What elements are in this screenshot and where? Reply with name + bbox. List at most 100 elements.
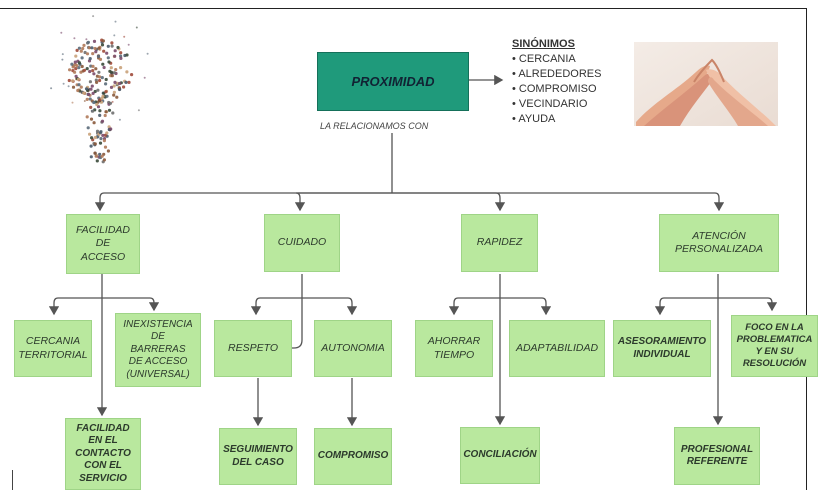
child-node-respeto: RESPETO [214,320,292,377]
bulb-dot [103,133,107,137]
bulb-dot [107,125,111,129]
bulb-dot [98,75,102,79]
bulb-dot [98,113,102,117]
bulb-dot [109,85,114,89]
bulb-dot [122,85,126,89]
bulb-dot [112,93,116,97]
bulb-dot [82,68,87,72]
bulb-dot [71,85,76,89]
bulb-dot [103,145,108,149]
category-node-rapidez: RAPIDEZ [461,214,538,272]
bulb-dot [113,34,116,37]
bulb-dot [76,88,80,93]
bulb-dot [104,82,108,86]
bulb-dot [92,72,96,76]
bulb-dot [98,131,103,135]
bulb-dot [109,66,113,70]
bulb-dot [146,52,149,55]
bulb-dot [77,61,81,65]
bulb-dot [80,56,84,60]
bulb-dot [75,48,79,53]
bulb-dot [61,58,64,61]
bulb-dot [89,87,93,91]
bulb-dot [84,87,89,91]
bulb-dot [96,88,100,92]
bulb-dot [105,131,109,135]
bulb-dot [92,100,96,105]
bulb-dot [98,152,102,156]
child-node-profesional-referente: PROFESIONAL REFERENTE [674,427,760,485]
bulb-dot [89,144,93,148]
bulb-dot [91,91,95,95]
bulb-dot [68,68,72,72]
bulb-dot [92,121,96,125]
bulb-dot [71,65,75,69]
synonym-item: AYUDA [512,112,601,127]
child-node-inexistencia-barreras: INEXISTENCIA DE BARRERAS DE ACCESO (UNIV… [115,313,201,387]
bulb-dot [85,67,89,71]
bulb-dot [110,44,114,48]
bulb-dot [100,43,105,47]
bulb-dot [93,46,97,51]
category-node-facilidad-acceso: FACILIDAD DE ACCESO [66,214,140,274]
bulb-dot [98,78,102,83]
bulb-dot [90,136,94,140]
synonyms-list: SINÓNIMOS CERCANIA ALREDEDORES COMPROMIS… [512,37,601,127]
child-node-asesoramiento-individual: ASESORAMIENTO INDIVIDUAL [613,320,711,377]
child-node-facilidad-contacto: FACILIDAD EN EL CONTACTO CON EL SERVICIO [65,418,141,490]
bulb-dot [93,135,97,140]
bulb-dot [89,155,93,159]
bulb-dot [90,109,93,112]
root-node-proximidad: PROXIMIDAD [317,52,469,111]
bulb-dot [60,31,63,34]
bulb-dot [96,105,101,109]
bulb-dot [100,119,105,123]
bulb-dot [88,69,92,74]
bulb-dot [88,80,92,84]
bulb-dot [102,65,106,70]
joined-hands-photo [634,42,778,126]
bulb-dot [95,80,99,84]
lightbulb-collage-image [50,15,149,164]
bulb-dot [115,95,119,99]
bulb-dot [104,90,108,94]
bulb-dot [61,53,64,56]
bulb-dot [94,154,98,158]
synonym-item: VECINDARIO [512,97,601,112]
bulb-dot [113,80,117,84]
bulb-dot [102,139,106,143]
bulb-dot [73,70,77,74]
bulb-dot [118,81,122,86]
bulb-dot [71,79,75,83]
bulb-dot [62,82,65,85]
synonyms-title: SINÓNIMOS [512,38,575,50]
bulb-dot [106,56,110,60]
bulb-dot [82,43,86,47]
child-node-ahorrar-tiempo: AHORRAR TIEMPO [415,320,493,377]
bulb-dot [111,100,114,103]
bulb-dot [88,57,92,61]
bulb-dot [119,51,123,55]
bulb-dot [119,66,123,70]
child-node-cercania-territorial: CERCANIA TERRITORIAL [14,320,92,377]
bulb-dot [125,70,129,74]
bulb-dot [127,43,130,46]
bulb-dot [143,76,146,79]
bulb-dot [85,38,88,41]
bulb-dot [76,77,81,81]
bulb-dot [110,41,114,45]
bulb-dot [118,118,121,121]
bulb-dot [79,49,83,53]
bulb-dot [81,46,85,51]
bulb-dot [107,108,112,112]
bulb-dot [74,74,78,78]
bulb-dot [95,129,100,133]
bulb-dot [87,92,91,96]
bulb-dot [109,127,113,131]
bulb-dot [102,49,106,53]
bulb-dot [100,76,104,80]
bulb-dot [91,64,95,68]
bulb-dot [105,94,109,98]
bulb-dot [119,56,123,61]
bulb-dot [73,62,77,67]
